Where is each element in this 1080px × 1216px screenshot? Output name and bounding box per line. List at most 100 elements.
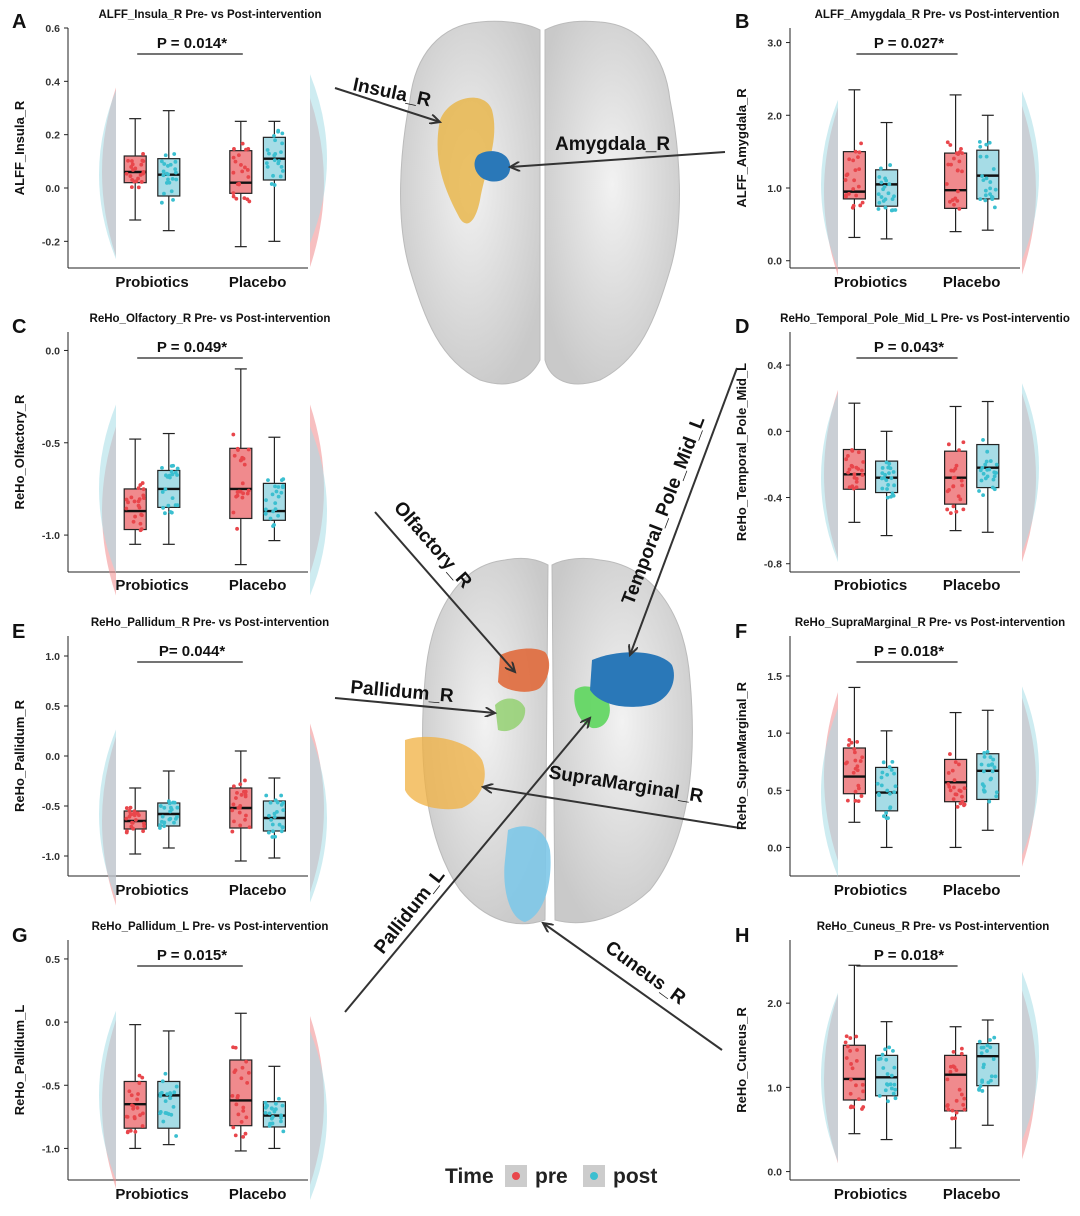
data-point (158, 804, 163, 808)
data-point (169, 1112, 174, 1117)
data-point (992, 205, 997, 210)
data-point (266, 830, 271, 835)
data-point (136, 1092, 140, 1096)
data-point (231, 194, 236, 199)
data-point (980, 1078, 985, 1083)
data-point (887, 765, 892, 769)
data-point (984, 459, 989, 464)
data-point (135, 1097, 140, 1102)
data-point (991, 1057, 996, 1061)
legend-title: Time (445, 1165, 494, 1188)
data-point (279, 793, 284, 798)
data-point (982, 751, 987, 755)
box-placebo-post (976, 709, 1000, 831)
data-point (243, 165, 247, 170)
y-tick-label: 2.0 (767, 998, 782, 1010)
data-point (174, 177, 179, 182)
data-point (955, 168, 960, 173)
data-point (141, 152, 145, 156)
data-point (163, 1111, 168, 1115)
data-point (161, 1119, 166, 1124)
data-point (231, 784, 236, 789)
arrow-pallidum-l (344, 718, 590, 1013)
data-point (279, 1119, 283, 1124)
data-point (981, 1062, 986, 1067)
data-point (877, 200, 882, 205)
data-point (994, 790, 999, 795)
data-point (280, 169, 285, 173)
data-point (270, 1115, 275, 1119)
data-point (236, 805, 241, 810)
box-iqr (842, 1044, 867, 1101)
data-point (983, 193, 988, 198)
chart-title: ALFF_Insula_R Pre- vs Post-intervention (98, 9, 321, 21)
data-point (276, 1096, 281, 1101)
p-value-label: P = 0.043* (874, 339, 944, 356)
data-point (952, 202, 956, 207)
data-point (860, 468, 864, 473)
density-curves (821, 686, 1039, 878)
data-point (280, 141, 285, 146)
data-point (243, 778, 247, 783)
data-point (161, 169, 166, 174)
data-point (892, 771, 896, 776)
data-point (230, 808, 235, 813)
data-point (847, 738, 852, 742)
data-point (985, 1043, 990, 1048)
data-point (886, 191, 891, 196)
x-category-label: Placebo (943, 882, 1001, 899)
data-point (947, 488, 951, 492)
data-point (860, 200, 865, 205)
data-point (165, 1092, 170, 1097)
data-point (269, 182, 274, 186)
data-point (991, 757, 996, 762)
data-point (175, 473, 179, 477)
data-point (855, 768, 860, 773)
data-point (848, 1049, 853, 1053)
data-point (280, 825, 285, 829)
data-point (272, 153, 277, 158)
y-tick-label: -1.0 (42, 1143, 60, 1155)
data-point (889, 494, 893, 499)
box-placebo-pre (943, 94, 968, 233)
label-temporal-pole: Temporal_Pole_Mid_L (618, 413, 710, 608)
data-point (243, 817, 247, 822)
significance: P = 0.015* (137, 947, 243, 967)
density-left-post (99, 90, 116, 260)
data-point (242, 196, 247, 201)
data-point (947, 199, 952, 204)
data-point (880, 486, 885, 491)
data-point (128, 805, 133, 810)
data-point (131, 1106, 136, 1111)
box-probiotics-pre (123, 118, 147, 221)
data-point (956, 189, 960, 194)
data-point (857, 167, 862, 171)
data-point (950, 1116, 955, 1121)
data-point (987, 140, 992, 145)
data-point (140, 158, 145, 163)
data-point (977, 1039, 982, 1044)
data-point (883, 176, 888, 181)
data-point (132, 812, 137, 816)
density-curves (99, 1010, 327, 1201)
y-tick-label: -0.5 (42, 801, 60, 813)
data-point (281, 1129, 286, 1134)
data-point (161, 505, 165, 510)
label-pallidum-l: Pallidum_L (370, 865, 449, 958)
data-point (133, 166, 138, 171)
data-point (959, 147, 963, 151)
data-point (951, 476, 956, 480)
data-point (881, 760, 886, 765)
data-point (128, 1128, 133, 1133)
data-point (852, 178, 857, 183)
data-point (162, 824, 167, 829)
data-point (162, 191, 166, 196)
data-point (962, 1107, 967, 1112)
data-point (981, 769, 986, 774)
data-point (246, 147, 251, 151)
data-point (241, 1105, 246, 1110)
y-tick-label: 0.0 (767, 842, 782, 854)
data-point (270, 835, 275, 839)
